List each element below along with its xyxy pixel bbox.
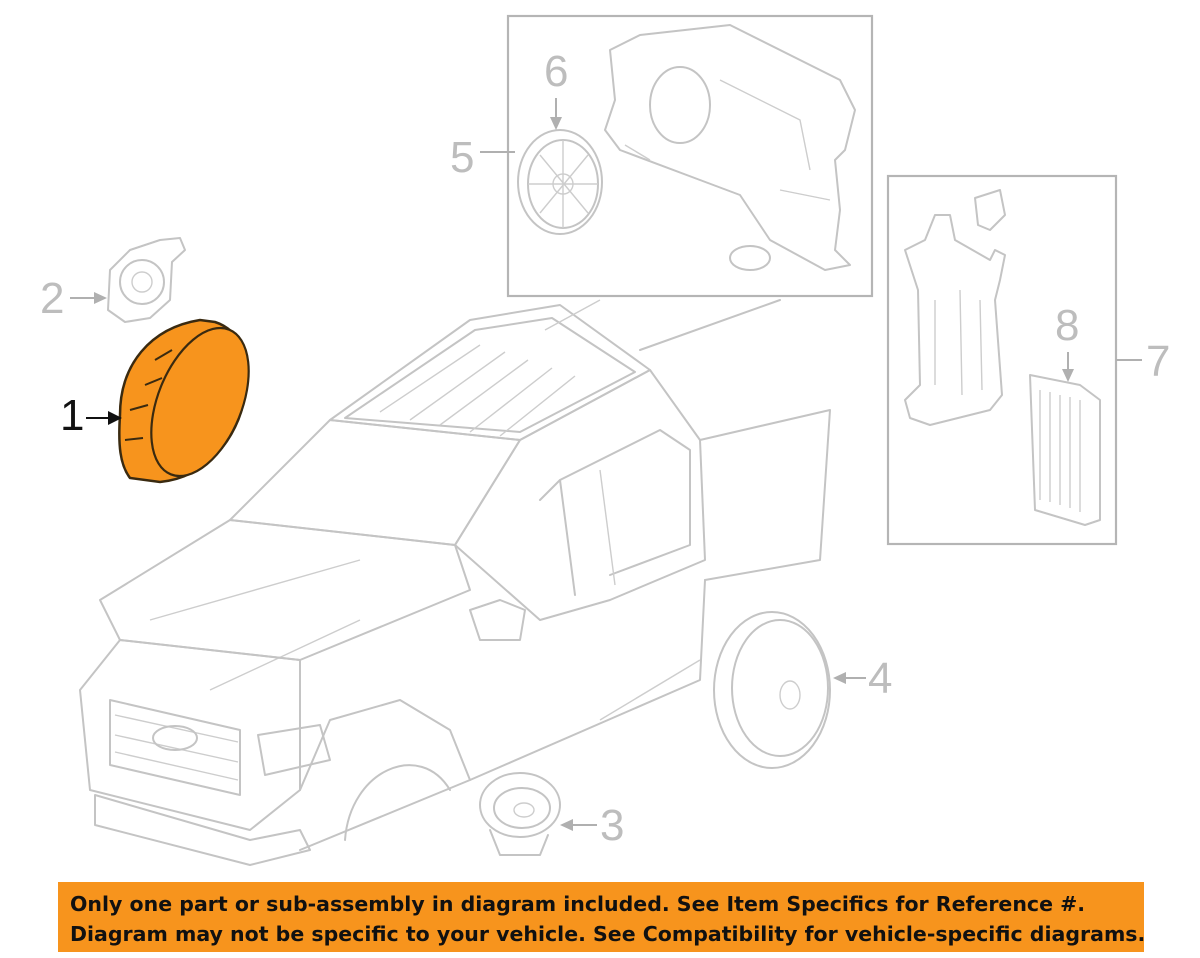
part-2-tweeter bbox=[107, 237, 186, 323]
part-6-subwoofer bbox=[517, 129, 603, 235]
callout-6: 6 bbox=[544, 47, 568, 96]
part-4-speaker bbox=[713, 611, 831, 769]
disclaimer-banner: Only one part or sub-assembly in diagram… bbox=[58, 882, 1144, 952]
callout-1: 1 bbox=[60, 391, 84, 440]
disclaimer-line-2: Diagram may not be specific to your vehi… bbox=[70, 922, 1144, 946]
callout-5: 5 bbox=[450, 133, 474, 182]
callout-4: 4 bbox=[868, 654, 892, 703]
callout-2: 2 bbox=[40, 274, 64, 323]
callout-8: 8 bbox=[1055, 301, 1079, 350]
part-7-bracket bbox=[904, 189, 1006, 426]
parts-diagram: 1 2 3 4 5 6 bbox=[40, 14, 1170, 866]
callout-7: 7 bbox=[1146, 337, 1170, 386]
callout-3: 3 bbox=[600, 801, 624, 850]
assembly-box-5 bbox=[506, 14, 874, 298]
part-1-speaker-highlighted bbox=[118, 318, 250, 484]
part-8-amplifier bbox=[1029, 374, 1101, 526]
part-3-speaker bbox=[479, 772, 561, 856]
assembly-box-7 bbox=[886, 174, 1118, 546]
truck-outline bbox=[79, 299, 831, 866]
disclaimer-line-1: Only one part or sub-assembly in diagram… bbox=[70, 892, 1086, 916]
part-5-enclosure bbox=[604, 24, 856, 271]
